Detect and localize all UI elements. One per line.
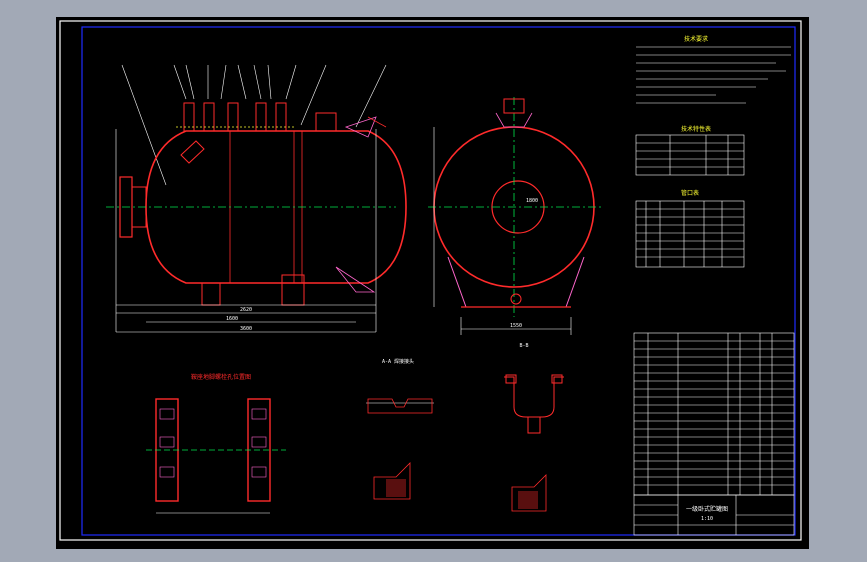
drawing-scale: 1:10 <box>701 516 713 522</box>
bom-table <box>633 332 795 496</box>
dim-length-overall: 3600 <box>240 326 252 332</box>
spec-title: 技术特性表 <box>681 125 711 133</box>
plan-title: 鞍座地脚螺栓孔位置图 <box>191 373 251 381</box>
inner-border <box>81 26 796 536</box>
dim-diameter: 1800 <box>526 198 538 204</box>
dim-support-width: 1550 <box>510 323 522 329</box>
dim-support-spacing: 1600 <box>226 316 238 322</box>
notes-block: 技术要求 <box>636 35 791 104</box>
dim-body-length: 2620 <box>240 307 252 313</box>
detail-a-title: A-A 焊接接头 <box>382 358 414 365</box>
title-block: 一级卧式贮罐图 1:10 <box>633 494 795 536</box>
notes-title: 技术要求 <box>684 35 708 43</box>
nozzle-table: 管口表 <box>635 189 745 268</box>
vessel-shell <box>145 130 407 284</box>
spec-table: 技术特性表 <box>635 125 745 176</box>
outer-frame <box>59 20 802 541</box>
detail-b-title: B-B <box>519 343 528 349</box>
bolt-plan: 鞍座地脚螺栓孔位置图 <box>146 373 286 514</box>
drawing-sheet: 1600 3600 2620 <box>56 17 809 549</box>
engineering-drawing: 1600 3600 2620 <box>59 20 802 541</box>
saddle-support <box>447 256 585 308</box>
drawing-title: 一级卧式贮罐图 <box>686 505 728 513</box>
nozzle-title: 管口表 <box>681 189 699 197</box>
front-view: 1600 3600 2620 <box>106 64 407 333</box>
details: A-A 焊接接头 B-B <box>366 343 564 512</box>
side-view: 1550 1800 <box>428 97 601 335</box>
